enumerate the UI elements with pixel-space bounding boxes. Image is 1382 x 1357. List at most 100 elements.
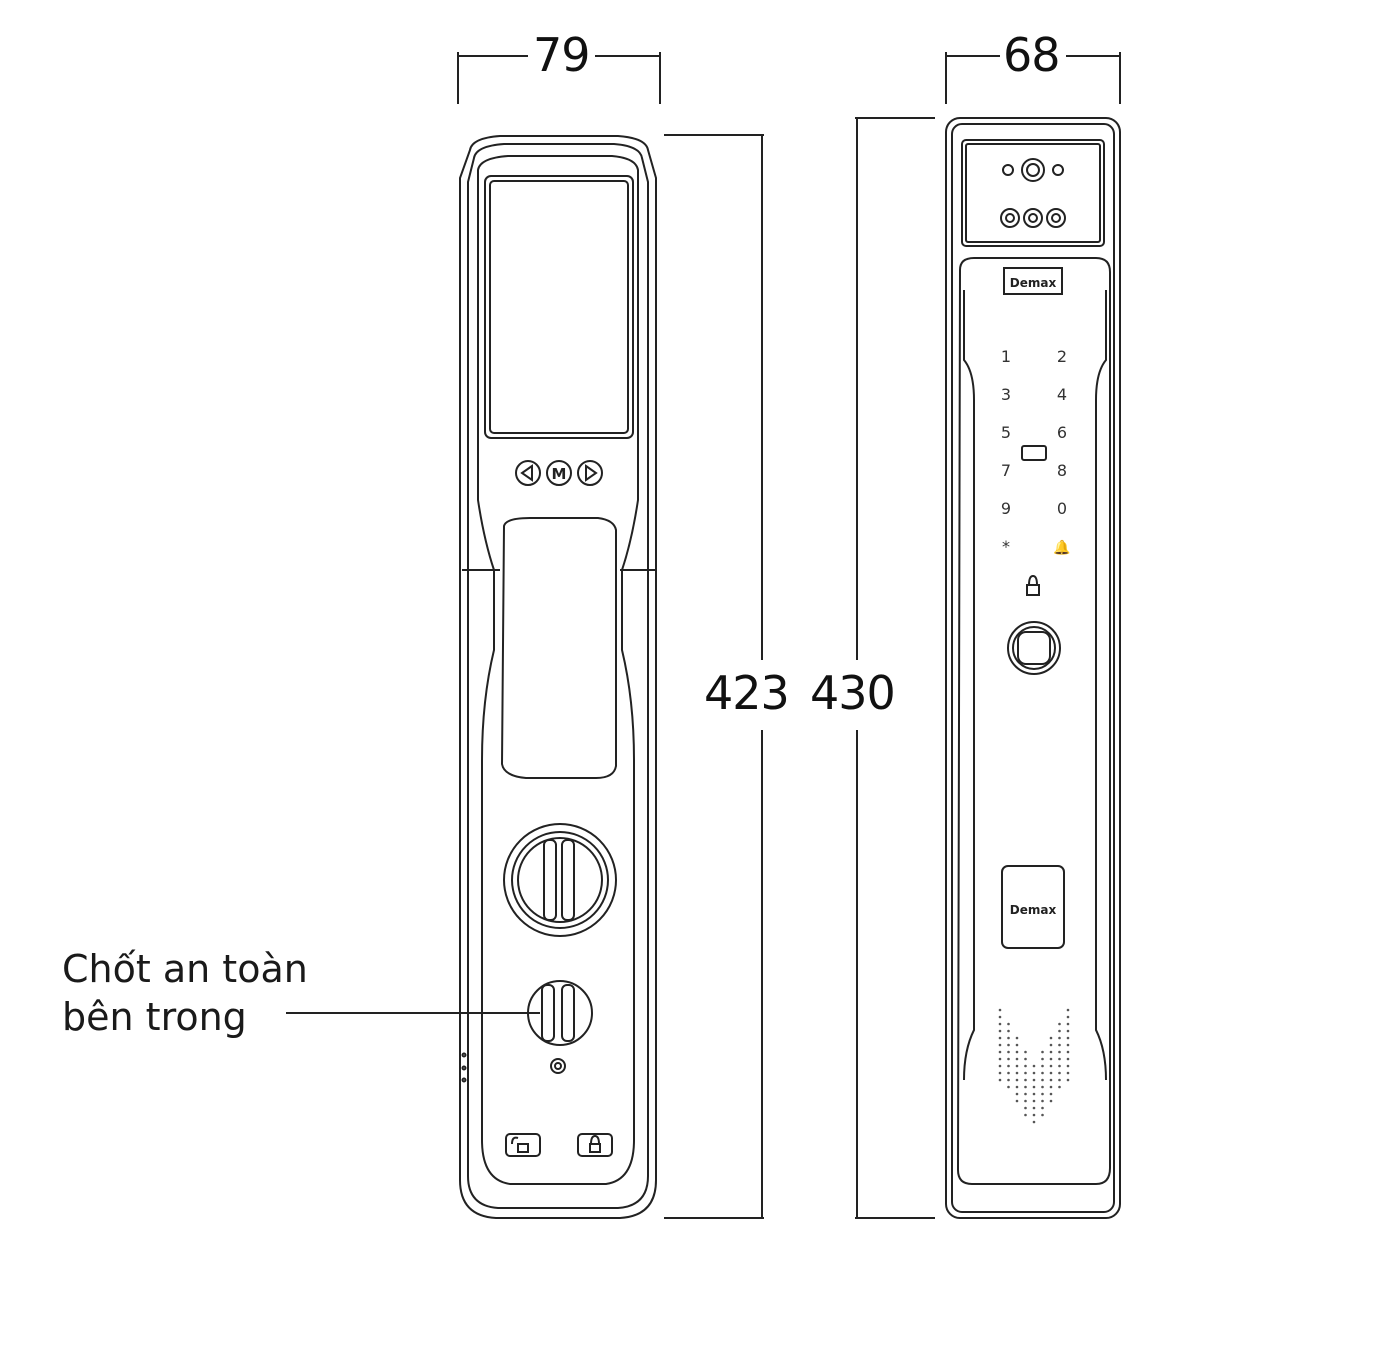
inner-safety-latch <box>527 980 593 1046</box>
inner-lock-button <box>577 1133 613 1157</box>
grille-dot <box>1041 1085 1044 1089</box>
keypad-key: 🔔 <box>1053 539 1070 556</box>
speaker-grille <box>998 1008 1070 1124</box>
grille-dot <box>1024 1099 1027 1103</box>
grille-dot <box>1032 1120 1036 1124</box>
keypad-key: 5 <box>1001 423 1011 442</box>
grille-dot <box>1066 1029 1070 1033</box>
keypad-key: 9 <box>1001 499 1011 518</box>
grille-dot <box>1007 1022 1010 1026</box>
grille-dot <box>1049 1050 1053 1054</box>
nav-menu-button <box>546 460 572 486</box>
lock-indicator-icon <box>1026 584 1040 596</box>
grille-dot <box>1024 1050 1027 1054</box>
grille-dot <box>1015 1064 1019 1068</box>
keypad-key: 4 <box>1057 385 1067 404</box>
dimension-width-68 <box>945 52 1121 104</box>
grille-dot <box>1015 1050 1019 1054</box>
grille-dot <box>1058 1085 1061 1089</box>
grille-dot <box>1066 1043 1070 1047</box>
grille-dot <box>1066 1071 1070 1075</box>
inner-lock-screw <box>550 1058 566 1074</box>
grille-dot <box>998 1036 1002 1040</box>
grille-dot <box>1058 1078 1061 1082</box>
grille-dot <box>1049 1036 1053 1040</box>
keypad-key: 8 <box>1057 461 1067 480</box>
keypad-key: 3 <box>1001 385 1011 404</box>
grille-dot <box>1015 1092 1019 1096</box>
grille-dot <box>1015 1071 1019 1075</box>
grille-dot <box>1032 1085 1036 1089</box>
grille-dot <box>1015 1036 1019 1040</box>
grille-dot <box>1049 1057 1053 1061</box>
fingerprint-sensor <box>1007 621 1061 675</box>
grille-dot <box>1041 1057 1044 1061</box>
dimension-label-423: 423 <box>704 666 790 720</box>
grille-dot <box>1041 1078 1044 1082</box>
grille-dot <box>1024 1064 1027 1068</box>
grille-dot <box>1066 1015 1070 1019</box>
grille-dot <box>1058 1050 1061 1054</box>
inner-unlock-button <box>505 1133 541 1157</box>
keypad-key: 1 <box>1001 347 1011 366</box>
grille-dot <box>1049 1043 1053 1047</box>
keypad-key: * <box>1002 537 1010 556</box>
callout-label-line2: bên trong <box>62 994 247 1039</box>
grille-dot <box>998 1057 1002 1061</box>
grille-dot <box>1015 1099 1019 1103</box>
grille-dot <box>998 1050 1002 1054</box>
inner-lock-handle <box>500 517 617 779</box>
grille-dot <box>1032 1113 1036 1117</box>
keypad-key: 7 <box>1001 461 1011 480</box>
grille-dot <box>1066 1036 1070 1040</box>
outer-camera-module <box>961 139 1105 247</box>
grille-dot <box>1066 1057 1070 1061</box>
card-reader-icon <box>1021 445 1047 461</box>
grille-dot <box>1024 1071 1027 1075</box>
dimension-height-430 <box>855 117 935 1219</box>
grille-dot <box>1058 1064 1061 1068</box>
grille-dot <box>1007 1043 1010 1047</box>
outer-lock-body <box>945 117 1121 1219</box>
grille-dot <box>1007 1050 1010 1054</box>
nav-left-button <box>515 460 541 486</box>
grille-dot <box>1066 1008 1070 1012</box>
grille-dot <box>1007 1057 1010 1061</box>
callout-label: Chốt an toàn bên trong <box>62 946 308 1041</box>
grille-dot <box>1015 1085 1019 1089</box>
grille-dot <box>1015 1057 1019 1061</box>
nav-menu-label: M <box>552 465 567 483</box>
grille-dot <box>1024 1085 1027 1089</box>
grille-dot <box>1066 1064 1070 1068</box>
grille-dot <box>998 1064 1002 1068</box>
grille-dot <box>1032 1092 1036 1096</box>
inner-lock-screen <box>484 175 634 439</box>
grille-dot <box>1041 1064 1044 1068</box>
outer-logo-plate <box>1001 865 1065 949</box>
grille-dot <box>1058 1036 1061 1040</box>
dimension-height-423 <box>664 134 764 1219</box>
grille-dot <box>1024 1078 1027 1082</box>
grille-dot <box>1032 1106 1036 1110</box>
grille-dot <box>1049 1085 1053 1089</box>
dimension-label-430: 430 <box>810 666 896 720</box>
grille-dot <box>1041 1092 1044 1096</box>
grille-dot <box>1007 1071 1010 1075</box>
grille-dot <box>1058 1057 1061 1061</box>
inner-lock-body <box>459 135 657 1219</box>
grille-dot <box>1032 1099 1036 1103</box>
keypad-key: 2 <box>1057 347 1067 366</box>
inner-lock-nav-buttons <box>515 460 603 486</box>
grille-dot <box>1058 1071 1061 1075</box>
grille-dot <box>1024 1092 1027 1096</box>
grille-dot <box>1032 1071 1036 1075</box>
grille-dot <box>1041 1099 1044 1103</box>
grille-dot <box>1058 1029 1061 1033</box>
dimension-label-68: 68 <box>1003 28 1061 82</box>
card-plate-brand-label: Demax <box>1010 903 1057 917</box>
outer-brand-box <box>1003 267 1063 295</box>
grille-dot <box>1066 1050 1070 1054</box>
grille-dot <box>1049 1099 1053 1103</box>
